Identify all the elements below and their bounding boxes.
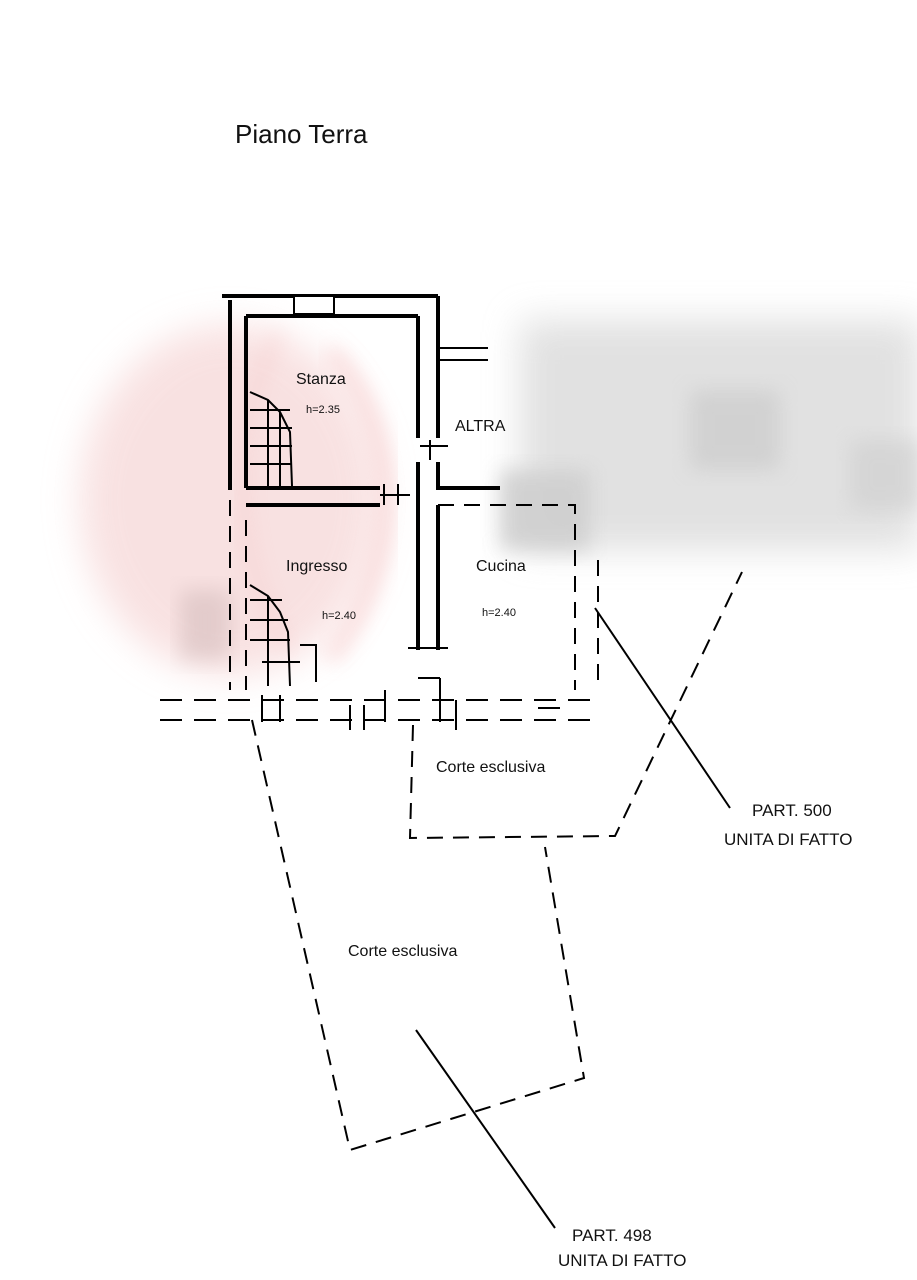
room-height-stanza: h=2.35 xyxy=(306,404,340,416)
parcel-498-number: PART. 498 xyxy=(572,1226,652,1245)
room-name-stanza: Stanza xyxy=(296,371,346,388)
room-name-ingresso: Ingresso xyxy=(286,558,347,575)
room-height-ingresso: h=2.40 xyxy=(322,610,356,622)
leader-line-part-500 xyxy=(594,607,731,809)
room-name-cucina: Cucina xyxy=(476,558,526,575)
parcel-500-number: PART. 500 xyxy=(752,801,832,820)
courtyard-label-lower: Corte esclusiva xyxy=(348,943,457,960)
adjacent-unit-label: ALTRA xyxy=(455,418,506,435)
building-walls xyxy=(222,294,500,687)
dashed-boundaries xyxy=(160,500,743,1152)
room-height-cucina: h=2.40 xyxy=(482,607,516,619)
leader-line-part-498 xyxy=(415,1029,556,1229)
parcel-500-unit: UNITA DI FATTO xyxy=(724,830,852,849)
courtyard-label-upper: Corte esclusiva xyxy=(436,759,545,776)
parcel-498-unit: UNITA DI FATTO xyxy=(558,1251,686,1270)
redacted-area xyxy=(500,320,917,550)
plan-title: Piano Terra xyxy=(235,119,368,149)
